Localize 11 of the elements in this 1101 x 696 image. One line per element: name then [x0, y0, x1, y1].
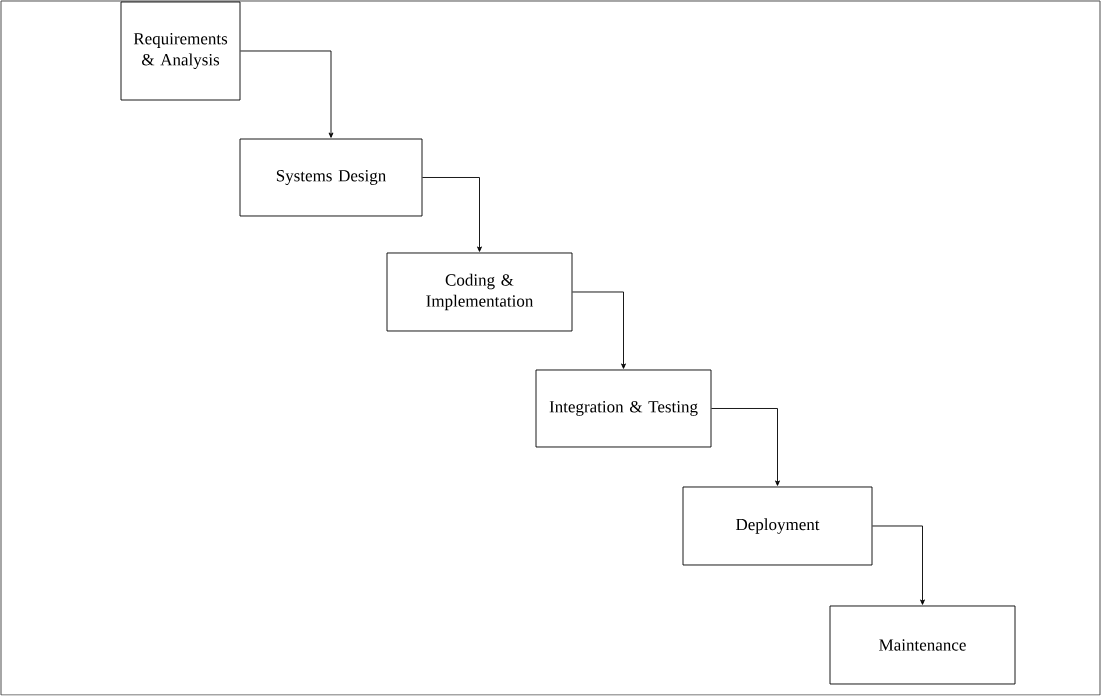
arrow [711, 408, 780, 486]
arrow [240, 50, 334, 138]
arrow [872, 525, 925, 605]
process-box: Systems Design [239, 138, 423, 217]
arrow [572, 291, 626, 369]
process-box: Maintenance [829, 605, 1016, 685]
process-box: Requirements & Analysis [120, 1, 241, 101]
process-box: Deployment [682, 486, 873, 566]
process-box: Coding & Implementation [386, 252, 573, 332]
arrow [422, 177, 482, 252]
process-box: Integration & Testing [535, 369, 712, 448]
